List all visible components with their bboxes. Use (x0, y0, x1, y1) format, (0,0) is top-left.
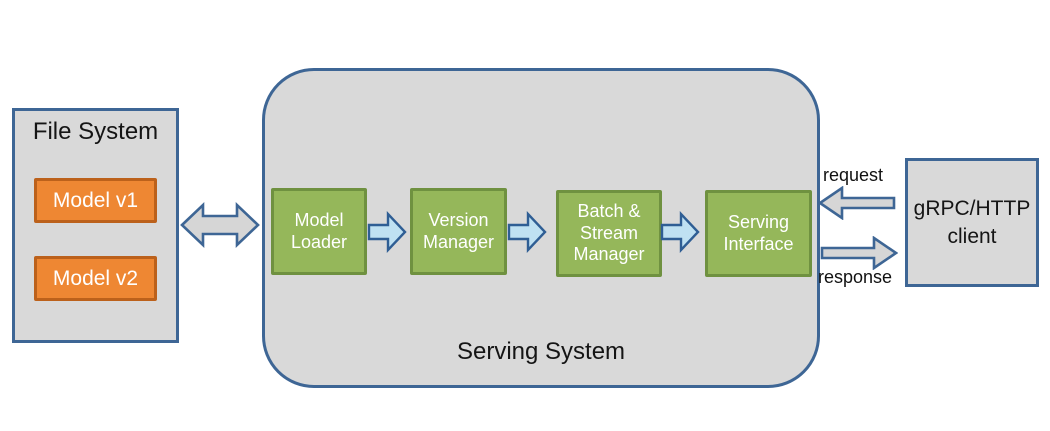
bidirectional-arrow-icon (180, 201, 260, 249)
serving-system-title: Serving System (456, 338, 626, 365)
request-arrow-icon (818, 186, 896, 220)
serving-system-box: Model Loader Version Manager Batch & Str… (262, 68, 820, 388)
model-v1-label: Model v1 (52, 188, 139, 212)
component-model-loader: Model Loader (271, 188, 367, 275)
file-system-box: File System Model v1 Model v2 (12, 108, 179, 343)
response-label: response (818, 267, 893, 287)
model-v2-box: Model v2 (34, 256, 157, 301)
grpc-http-client-label: gRPC/HTTP client (913, 196, 1031, 248)
model-v2-label: Model v2 (52, 266, 139, 290)
component-version-manager: Version Manager (410, 188, 507, 275)
file-system-title: File System (32, 118, 159, 145)
flow-arrow-icon (507, 211, 547, 253)
component-batch-stream-manager: Batch & Stream Manager (556, 190, 662, 277)
flow-arrow-icon (367, 211, 407, 253)
flow-arrow-icon (660, 211, 700, 253)
model-v1-box: Model v1 (34, 178, 157, 223)
response-arrow-icon (820, 236, 898, 270)
request-label: request (823, 165, 884, 185)
component-serving-interface: Serving Interface (705, 190, 812, 277)
grpc-http-client-box: gRPC/HTTP client (905, 158, 1039, 287)
